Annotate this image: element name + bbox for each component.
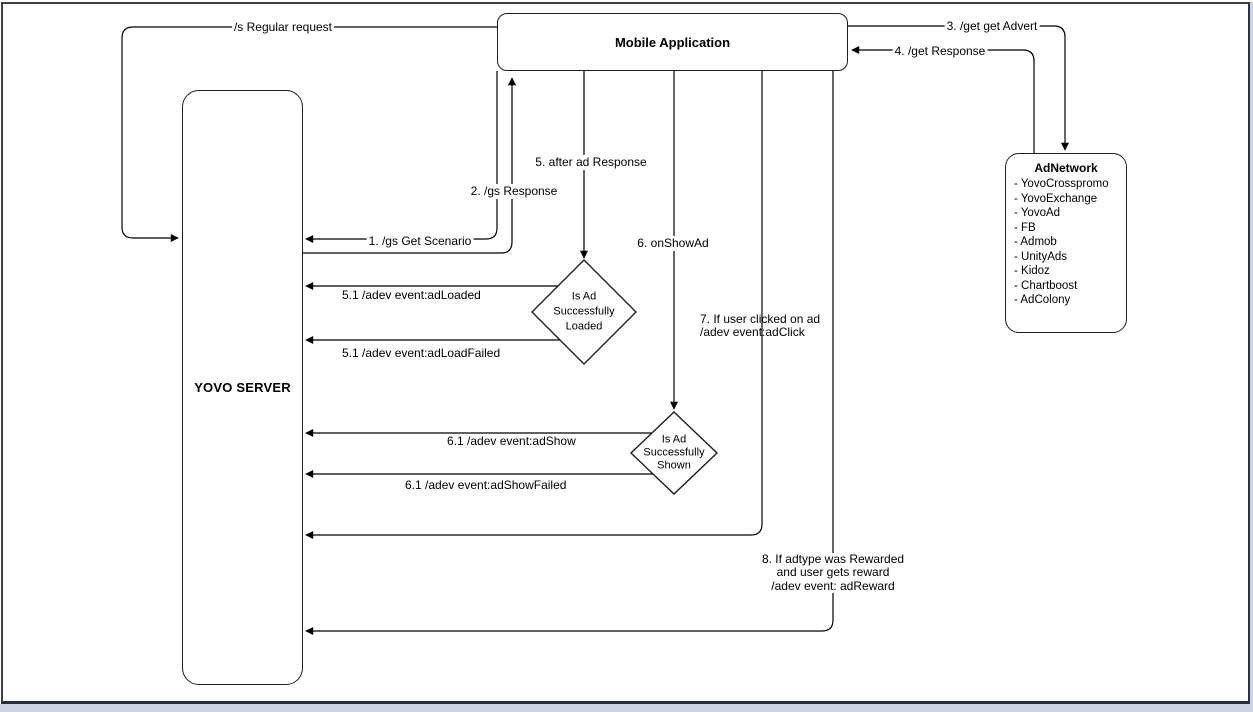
edge-label-ad-load-failed: 5.1 /adev event:adLoadFailed <box>342 346 501 360</box>
edge-label-get-advert: 3. /get get Advert <box>944 19 1040 34</box>
edge-label-ad-show-failed: 6.1 /adev event:adShowFailed <box>405 478 567 492</box>
edge-label-ad-click: 7. If user clicked on ad /adev event:adC… <box>700 312 821 340</box>
edge-get-response-line <box>851 46 1035 153</box>
mobile-application-box: Mobile Application <box>497 13 848 71</box>
adnetwork-list-item: - YovoCrosspromo <box>1014 178 1109 190</box>
window-edge-bottom <box>0 704 1253 712</box>
adnetwork-list-item: - Chartboost <box>1014 279 1078 292</box>
adnetwork-title: AdNetwork <box>1034 161 1098 175</box>
edge-label-after-ad-response: 5. after ad Response <box>533 155 649 170</box>
edge-label-ad-loaded: 5.1 /adev event:adLoaded <box>342 288 481 302</box>
edge-label-ad-show: 6.1 /adev event:adShow <box>447 434 576 448</box>
edge-gs-response-line <box>303 77 516 254</box>
adnetwork-list-item: - Admob <box>1014 236 1057 248</box>
edge-ad-click-line <box>305 71 763 539</box>
adnetwork-list: - YovoCrosspromo - YovoExchange - YovoAd… <box>1006 177 1126 308</box>
edge-get-advert-line <box>848 25 1069 151</box>
decision-ad-shown-shape <box>629 411 719 495</box>
edge-get-scenario-line <box>305 71 498 243</box>
edge-regular-request-line <box>121 26 497 242</box>
adnetwork-list-item: - YovoAd <box>1014 207 1061 219</box>
adnetwork-list-item: - AdColony <box>1014 294 1071 306</box>
mobile-application-label: Mobile Application <box>614 34 731 50</box>
window-edge-right <box>1250 2 1253 704</box>
adnetwork-list-item: - YovoExchange <box>1014 192 1098 205</box>
decision-ad-loaded-label: Is Ad Successfully Loaded <box>553 290 615 333</box>
adnetwork-list-item: - Kidoz <box>1014 265 1050 277</box>
adnetwork-list-item: - FB <box>1014 221 1036 234</box>
decision-ad-shown-label: Is Ad Successfully Shown <box>643 433 705 472</box>
edge-label-gs-response: 2. /gs Response <box>468 184 560 199</box>
edge-ad-reward-line <box>305 71 834 635</box>
yovo-server-label: YOVO SERVER <box>194 380 291 395</box>
edge-label-ad-reward: 8. If adtype was Rewarded and user gets … <box>759 552 907 594</box>
adnetwork-list-item: - UnityAds <box>1014 250 1068 263</box>
edge-label-get-response: 4. /get Response <box>892 44 988 59</box>
decision-ad-loaded-shape <box>531 259 637 365</box>
yovo-server-box: YOVO SERVER <box>182 90 303 685</box>
adnetwork-box: AdNetwork - YovoCrosspromo - YovoExchang… <box>1005 153 1127 333</box>
edge-label-on-show-ad: 6. onShowAd <box>635 236 711 251</box>
edge-label-regular-request: /s Regular request <box>231 20 335 35</box>
edge-label-get-scenario: 1. /gs Get Scenario <box>366 234 474 249</box>
